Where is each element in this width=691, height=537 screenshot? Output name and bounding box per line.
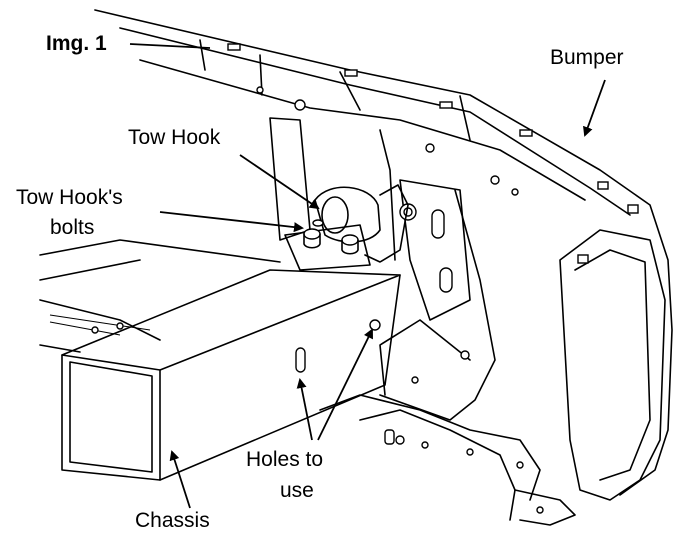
chassis-label: Chassis (135, 509, 210, 532)
chassis-tube (61, 269, 401, 481)
bumper-label: Bumper (550, 46, 624, 69)
callout-arrows (129, 43, 606, 509)
lower-crossmember (319, 394, 576, 526)
tow-hook-bolts-label-line2: bolts (50, 216, 95, 239)
tow-hook-bolts-label-line1: Tow Hook's (16, 186, 123, 209)
tow-hook-label: Tow Hook (128, 126, 221, 149)
holes-label-line2: use (280, 479, 314, 502)
frame-rail (39, 239, 281, 353)
figure-title: Img. 1 (46, 32, 107, 55)
bumper-bracket (269, 117, 496, 421)
bumper-beam (94, 9, 673, 501)
tow-hook (284, 184, 409, 271)
holes-label-line1: Holes to (246, 448, 324, 471)
